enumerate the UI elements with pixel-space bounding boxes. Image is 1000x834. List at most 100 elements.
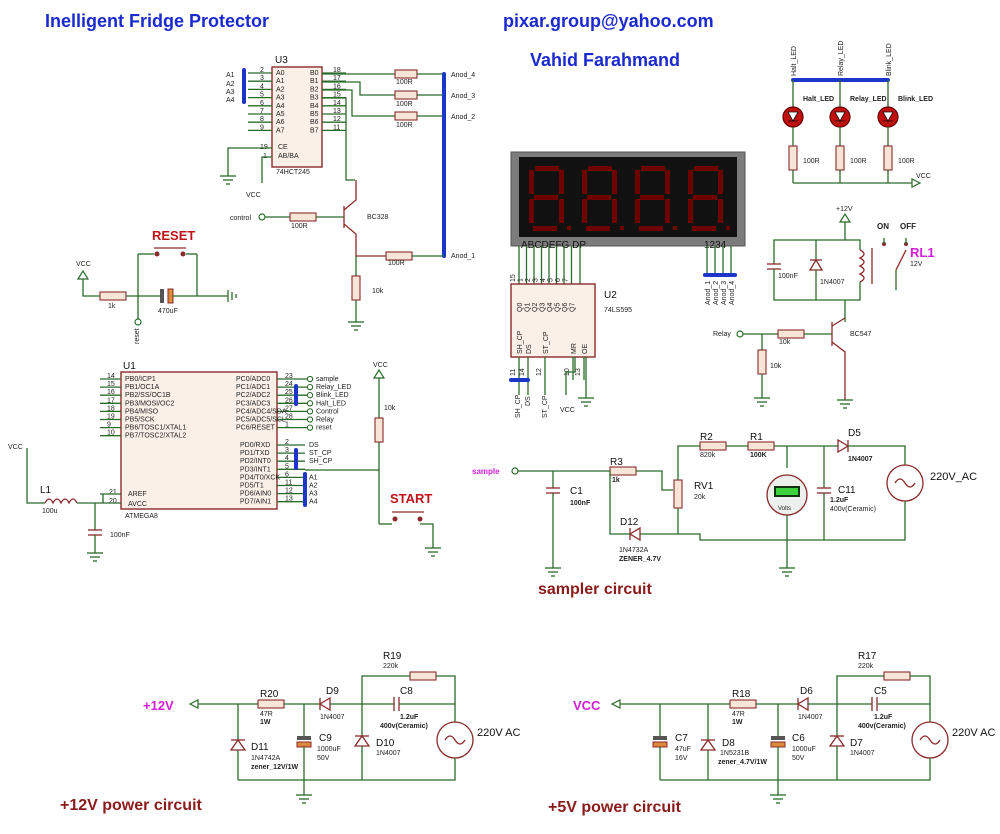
- u2-num-1: 14: [519, 368, 526, 376]
- segment: [586, 226, 610, 231]
- r-anod2: [394, 111, 418, 121]
- u2-num-2: 12: [536, 368, 543, 376]
- u1-avcc-vcc: VCC: [8, 444, 23, 451]
- led-resistor: [883, 145, 893, 171]
- u2-pin-oe: OE: [582, 344, 589, 354]
- segment: [612, 199, 617, 223]
- u1-ref: U1: [123, 361, 136, 372]
- ac-12v-label: 220V AC: [477, 727, 520, 739]
- u1-port-d-net-2: SH_CP: [309, 458, 333, 465]
- relay-block: +12V 100nF 1N4007 ON OFF RL1 12V Relay 1…: [713, 206, 935, 409]
- u1-left-5: PB5/SCK: [125, 417, 155, 424]
- d6-ref: D6: [800, 686, 813, 697]
- u1-net-relay-led: Relay_LED: [316, 384, 351, 391]
- c1-ref: C1: [570, 486, 583, 497]
- u3-pin-a5: A5: [276, 111, 285, 118]
- u1-right-top-num-6: 1: [285, 422, 289, 429]
- segment: [718, 170, 723, 194]
- segment: [533, 226, 557, 231]
- c7-val: 47uF: [675, 746, 691, 753]
- c7-ref: C7: [675, 733, 688, 744]
- decimal-point: [726, 226, 730, 230]
- start-vcc: VCC: [373, 362, 388, 369]
- u3-num-b0: 18: [333, 67, 341, 74]
- author-email: pixar.group@yahoo.com: [503, 11, 714, 31]
- u3-pin-b4: B4: [310, 103, 319, 110]
- rv1-ref: RV1: [694, 481, 714, 492]
- u1-left-6: PB6/TOSC1/XTAL1: [125, 425, 186, 432]
- led-resistor: [835, 145, 845, 171]
- r20-power: 1W: [260, 719, 271, 726]
- d12-note: ZENER_4.7V: [619, 556, 661, 563]
- r-relay-pulldown-val: 10k: [770, 363, 782, 370]
- u1-left-1: PB1/OC1A: [125, 384, 160, 391]
- d5-ref: D5: [848, 428, 861, 439]
- u2-pin-q6: Q6: [562, 303, 569, 312]
- net-anod1: Anod_1: [451, 253, 475, 260]
- c9-val: 1000uF: [317, 746, 341, 753]
- u2-pin-mr: MR: [571, 343, 578, 354]
- c6-val: 1000uF: [792, 746, 816, 753]
- u3-pin-b1: B1: [310, 78, 319, 85]
- u1-right-bot-7: PD7/AIN1: [240, 499, 271, 506]
- u1-net-sample: sample: [316, 376, 339, 383]
- page-title: Inelligent Fridge Protector: [45, 11, 269, 31]
- r-anod4-val: 100R: [396, 79, 413, 86]
- led-label-2: Blink_LED: [898, 96, 933, 103]
- u3-pin-b3: B3: [310, 95, 319, 102]
- segment: [529, 199, 534, 223]
- u1-left-num-3: 17: [107, 397, 115, 404]
- u1-net-reset: reset: [316, 425, 332, 432]
- r19-ref: R19: [383, 651, 402, 662]
- u1-right-top-num-1: 24: [285, 381, 293, 388]
- u1-right-bot-0: PD0/RXD: [240, 442, 270, 449]
- display-anode-net-1: Anod_2: [713, 281, 720, 305]
- r-10k-bc328: [351, 275, 361, 301]
- u1-left-2: PB2/SS/OC1B: [125, 392, 171, 399]
- u3-pin-a0: A0: [276, 70, 285, 77]
- u3-body: [271, 66, 323, 168]
- r-anod2-val: 100R: [396, 122, 413, 129]
- net-reset: reset: [134, 328, 141, 344]
- led-label-0: Halt_LED: [803, 96, 834, 103]
- u1-mcu: U1 PB0/ICP114PB1/OC1A15PB2/SS/OC1B16PB3/…: [8, 361, 441, 562]
- u1-port-d-net-7: A4: [309, 499, 318, 506]
- u3-pin-a2: A2: [276, 86, 285, 93]
- q-bc547: BC547: [850, 331, 872, 338]
- led-r-val-1: 100R: [850, 158, 867, 165]
- c11-ref: C11: [838, 485, 856, 496]
- display-anode-net-0: Anod_1: [705, 281, 712, 305]
- u2-vcc: VCC: [560, 407, 575, 414]
- u3-in-a1: A1: [226, 72, 235, 79]
- r-relay-base-val: 10k: [779, 339, 791, 346]
- u3-in-a4: A4: [226, 97, 235, 104]
- u2-pin-q7: Q7: [570, 303, 577, 312]
- u2-num-q2: 2: [525, 278, 532, 282]
- u1-left-num-6: 9: [107, 422, 111, 429]
- segment: [612, 170, 617, 194]
- c-reset-val: 470uF: [158, 308, 178, 315]
- u2-ref: U2: [604, 290, 617, 301]
- sampler-circuit: sample C1 100nF R3 1k RV1 20k R2 820k R1…: [472, 428, 977, 598]
- u1-right-top-4: PC4/ADC4/SDA: [236, 408, 287, 415]
- u1-right-top-num-3: 26: [285, 397, 293, 404]
- r-anod1-val: 100R: [388, 260, 405, 267]
- c9-ref: C9: [319, 733, 332, 744]
- led-r-val-2: 100R: [898, 158, 915, 165]
- r-relay-base: [777, 329, 805, 339]
- ac-5v-label: 220V AC: [952, 727, 995, 739]
- net-anod2: Anod_2: [451, 114, 475, 121]
- c11-val: 1.2uF: [830, 497, 849, 504]
- u2-pin-sh-cp: SH_CP: [517, 330, 524, 354]
- u2-pin-q2: Q2: [532, 303, 539, 312]
- u3-vcc: VCC: [246, 192, 261, 199]
- r-start-val: 10k: [384, 405, 396, 412]
- c6-volt: 50V: [792, 755, 805, 762]
- rv1-pot: [673, 479, 683, 509]
- u2-pin-q5: Q5: [555, 303, 562, 312]
- u2-num-4: 13: [575, 368, 582, 376]
- r3-val: 1k: [612, 477, 620, 484]
- u2-num-q7: 7: [563, 278, 570, 282]
- d12-ref: D12: [620, 517, 639, 528]
